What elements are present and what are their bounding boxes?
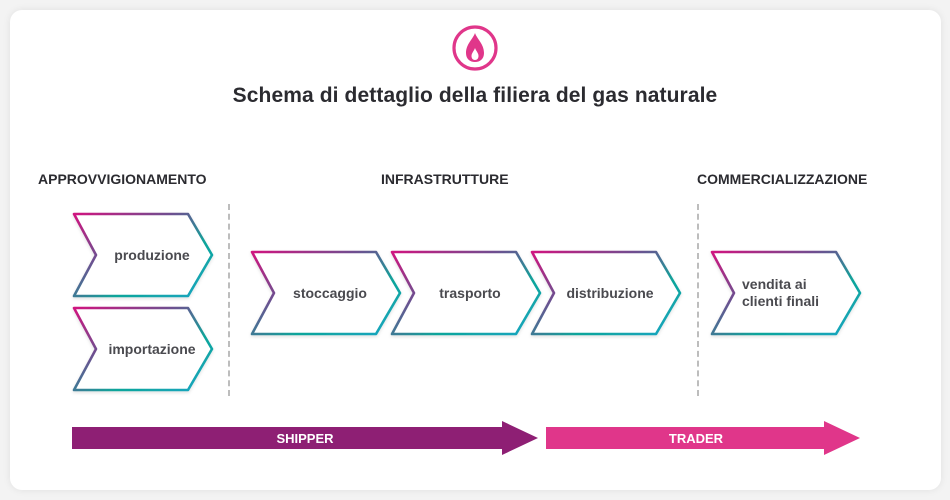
step-distribuzione: distribuzione <box>526 250 682 336</box>
step-importazione: importazione <box>68 306 218 392</box>
step-stoccaggio: stoccaggio <box>246 250 402 336</box>
section-divider <box>228 204 230 396</box>
role-arrow-shipper: SHIPPER <box>72 420 538 456</box>
section-infrastrutture: INFRASTRUTTURE <box>381 171 509 187</box>
step-label: trasporto <box>439 284 501 301</box>
step-label: vendita ai clienti finali <box>742 276 820 309</box>
step-produzione: produzione <box>68 212 218 298</box>
step-label: importazione <box>108 340 196 357</box>
step-trasporto: trasporto <box>386 250 542 336</box>
step-label: produzione <box>114 246 190 263</box>
section-divider <box>697 204 699 396</box>
page-title: Schema di dettaglio della filiera del ga… <box>232 84 718 107</box>
step-vendita-clienti-finali: vendita ai clienti finali <box>706 250 862 336</box>
step-label: distribuzione <box>566 284 654 301</box>
section-commercializzazione: COMMERCIALIZZAZIONE <box>697 171 868 187</box>
role-label-trader: TRADER <box>668 430 724 446</box>
role-arrow-trader: TRADER <box>546 420 860 456</box>
section-approvvigionamento: APPROVVIGIONAMENTO <box>38 171 207 187</box>
role-label-shipper: SHIPPER <box>276 430 334 446</box>
step-label: stoccaggio <box>293 284 367 301</box>
flame-icon <box>452 25 498 71</box>
